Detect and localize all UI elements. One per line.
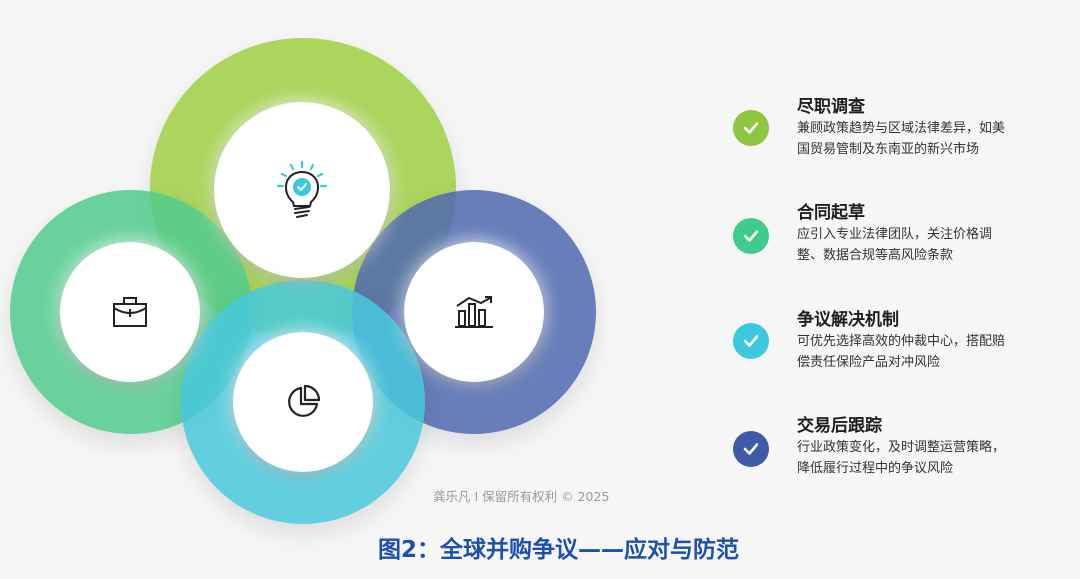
check-badge [733, 323, 769, 359]
circle-top-center [214, 102, 390, 278]
circle-right-center [404, 242, 544, 382]
bar-chart-growth-icon [455, 296, 493, 328]
check-badge [733, 110, 769, 146]
check-icon [743, 443, 759, 455]
pie-chart-icon [288, 384, 321, 417]
circle-bottom-center [233, 332, 373, 472]
item-title: 合同起草 [797, 203, 865, 223]
item-description: 兼顾政策趋势与区域法律差异，如美国贸易管制及东南亚的新兴市场 [797, 121, 1006, 157]
item-title: 争议解决机制 [797, 310, 899, 330]
item-description: 可优先选择高效的仲裁中心，搭配赔偿责任保险产品对冲风险 [797, 334, 1006, 370]
item-title: 尽职调查 [797, 97, 865, 117]
check-badge [733, 431, 769, 467]
item-description: 应引入专业法律团队，关注价格调整、数据合规等高风险条款 [797, 227, 993, 263]
circle-left-center [60, 242, 200, 382]
check-icon [743, 122, 759, 134]
item-description: 行业政策变化，及时调整运营策略，降低履行过程中的争议风险 [797, 440, 1006, 476]
check-icon [743, 230, 759, 242]
lightbulb-check-icon [276, 160, 328, 218]
copyright-notice: 龚乐凡 I 保留所有权利 © 2025 [433, 489, 610, 504]
check-badge [733, 218, 769, 254]
briefcase-icon [113, 297, 147, 327]
item-title: 交易后跟踪 [797, 416, 882, 436]
figure-caption: 图2：全球并购争议——应对与防范 [378, 537, 740, 563]
check-icon [743, 335, 759, 347]
